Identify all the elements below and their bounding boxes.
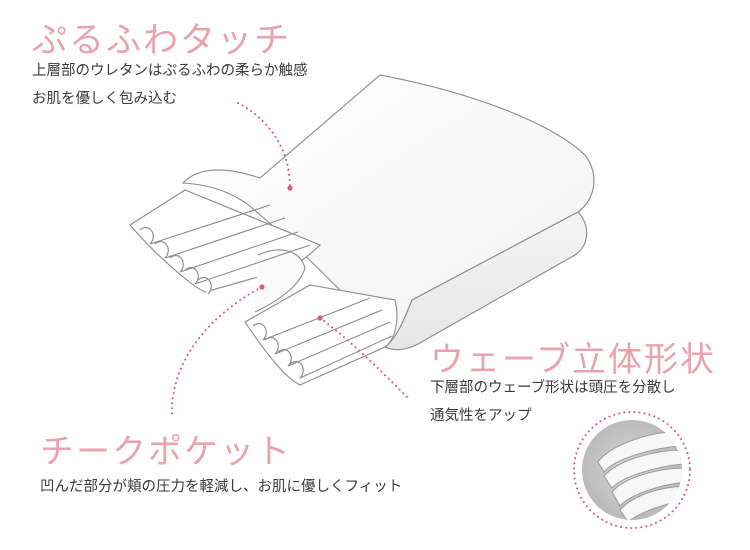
section-title-wave-shape: ウェーブ立体形状 bbox=[430, 340, 716, 380]
lower-wave-layer bbox=[129, 189, 398, 386]
description-line: 上層部のウレタンはぷるふわの柔らか触感 bbox=[32, 63, 308, 79]
section-description-cheek-pocket: 凹んだ部分が頬の圧力を軽減し、お肌に優しくフィット bbox=[40, 473, 402, 501]
description-line: 通気性をアップ bbox=[430, 408, 532, 424]
section-description-soft-touch: 上層部のウレタンはぷるふわの柔らか触感 お肌を優しく包み込む bbox=[32, 57, 308, 113]
upper-urethane-layer bbox=[181, 74, 595, 351]
section-description-wave-shape: 下層部のウェーブ形状は頭圧を分散し 通気性をアップ bbox=[430, 374, 676, 430]
pointer-lines bbox=[170, 102, 411, 416]
description-line: 下層部のウェーブ形状は頭圧を分散し bbox=[430, 380, 676, 396]
description-line: 凹んだ部分が頬の圧力を軽減し、お肌に優しくフィット bbox=[40, 479, 403, 495]
pointer-dots bbox=[259, 185, 323, 321]
section-title-soft-touch: ぷるふわタッチ bbox=[32, 21, 292, 61]
description-line: お肌を優しく包み込む bbox=[32, 91, 177, 107]
section-title-cheek-pocket: チークポケット bbox=[40, 432, 292, 472]
zoom-detail-circle bbox=[573, 411, 691, 529]
